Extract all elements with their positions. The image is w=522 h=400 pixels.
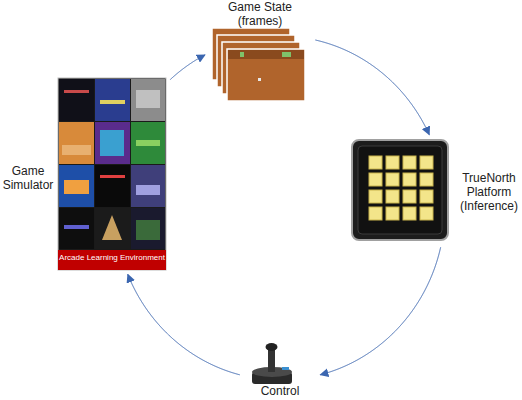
simulator-node: Game SimulatorArcade Learning Environmen…	[0, 74, 170, 274]
ball-pixel	[258, 78, 261, 81]
tile-detail	[136, 185, 160, 195]
frames-stack	[212, 28, 305, 101]
game-tile	[59, 208, 94, 249]
chip-node: TrueNorth Platform (Inference)	[348, 135, 522, 247]
game-frame	[227, 49, 305, 101]
frame-score-bar	[228, 50, 304, 59]
game-frame	[222, 42, 300, 94]
flow-arc	[320, 247, 440, 375]
game-frame	[217, 35, 295, 87]
joystick-base	[252, 372, 292, 384]
chip-die	[358, 146, 442, 234]
tile-detail	[64, 225, 89, 229]
game-tile	[59, 122, 94, 164]
core	[403, 190, 416, 203]
core	[420, 156, 433, 169]
core	[420, 190, 433, 203]
game-tile	[95, 208, 130, 249]
joystick-illustration	[252, 343, 292, 384]
joystick-top	[252, 367, 292, 377]
core	[369, 190, 382, 203]
flow-arc	[128, 274, 240, 374]
node-label: TrueNorth Platform (Inference)	[456, 171, 522, 213]
collage-band	[58, 250, 166, 270]
tile-detail	[100, 175, 125, 178]
score-pixels	[240, 52, 244, 57]
chip-body	[352, 140, 448, 240]
tile-detail	[64, 180, 89, 194]
core	[386, 173, 399, 186]
game-tile	[131, 79, 165, 121]
game-tile	[59, 165, 94, 207]
joystick-button	[282, 367, 289, 370]
core	[369, 207, 382, 220]
core-grid	[369, 156, 433, 220]
node-label: Game Simulator	[0, 164, 56, 192]
joystick-stick	[268, 348, 275, 372]
core	[420, 173, 433, 186]
core	[420, 207, 433, 220]
score-pixels	[282, 52, 291, 57]
core	[386, 156, 399, 169]
chip-illustration	[352, 140, 448, 240]
game-tile	[59, 79, 94, 121]
core	[403, 207, 416, 220]
tile-detail	[136, 90, 160, 108]
core	[369, 156, 382, 169]
joystick-node: Control	[240, 340, 320, 400]
simulator-illustration	[58, 78, 166, 270]
game-tile	[131, 208, 165, 249]
tile-detail	[62, 145, 91, 155]
band-label: Arcade Learning Environment	[58, 253, 166, 263]
game-tile	[95, 122, 130, 164]
tile-detail	[136, 140, 160, 146]
flow-arc	[170, 55, 205, 80]
tile-detail	[64, 90, 89, 93]
tile-detail	[136, 220, 160, 240]
node-label: Game State (frames)	[220, 0, 300, 28]
frames-node: Game State (frames)	[205, 0, 315, 104]
tile-detail	[100, 100, 125, 104]
joystick-knob	[266, 343, 278, 351]
core	[403, 156, 416, 169]
game-frame	[212, 28, 290, 80]
collage-frame	[58, 78, 166, 270]
core	[403, 173, 416, 186]
core	[386, 190, 399, 203]
game-tile	[95, 165, 130, 207]
game-tile	[131, 165, 165, 207]
core	[369, 173, 382, 186]
node-label: Control	[240, 384, 320, 398]
game-tile	[131, 122, 165, 164]
core	[386, 207, 399, 220]
tile-detail	[100, 130, 124, 156]
game-tile	[95, 79, 130, 121]
tile-detail	[102, 215, 122, 240]
flow-arc	[315, 40, 429, 135]
